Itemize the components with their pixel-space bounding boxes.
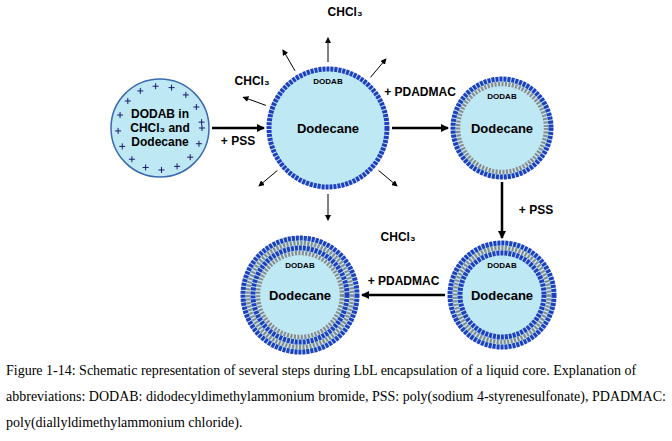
droplet-circle: DODAB Dodecane (447, 240, 557, 350)
droplet-circle: DODAB Dodecane (240, 235, 360, 355)
escape-arrow (328, 194, 329, 220)
droplet-circle: DODAB Dodecane (450, 76, 554, 180)
step-arrow (362, 294, 445, 297)
solvent-escape-arrows (243, 38, 397, 220)
step-label: + PSS (517, 203, 555, 217)
surfactant-label: DODAB (447, 261, 557, 270)
step-arrow (212, 127, 264, 130)
core-label: Dodecane (471, 121, 533, 136)
escape-arrow (370, 59, 385, 77)
step-arrow (392, 127, 448, 130)
escape-arrow (379, 170, 397, 185)
escape-arrow (283, 50, 295, 71)
droplet-circle: DODAB Dodecane (266, 66, 390, 190)
step-arrow (501, 182, 504, 238)
core-label: Dodecane (269, 288, 331, 303)
step-label: + PDADMAC (382, 85, 458, 99)
droplet-circle: DODAB in CHCl₃ and Dodecane (110, 78, 210, 178)
solvent-label: CHCl₃ (233, 74, 272, 88)
core-label: Dodecane (297, 121, 359, 136)
surfactant-label: DODAB (240, 261, 360, 270)
escape-arrow (259, 170, 277, 185)
figure-caption: Figure 1-14: Schematic representation of… (6, 358, 666, 436)
solvent-label: CHCl₃ (326, 5, 365, 19)
surfactant-label: DODAB (266, 77, 390, 86)
step-label: + PDADMAC (366, 274, 442, 288)
core-label: Dodecane (471, 288, 533, 303)
droplet-label: DODAB in CHCl₃ and Dodecane (124, 107, 196, 149)
escape-arrow (328, 38, 329, 62)
step-label: + PSS (219, 134, 257, 148)
solvent-label: CHCl₃ (379, 230, 418, 244)
surfactant-label: DODAB (450, 92, 554, 101)
escape-arrow (243, 97, 266, 105)
